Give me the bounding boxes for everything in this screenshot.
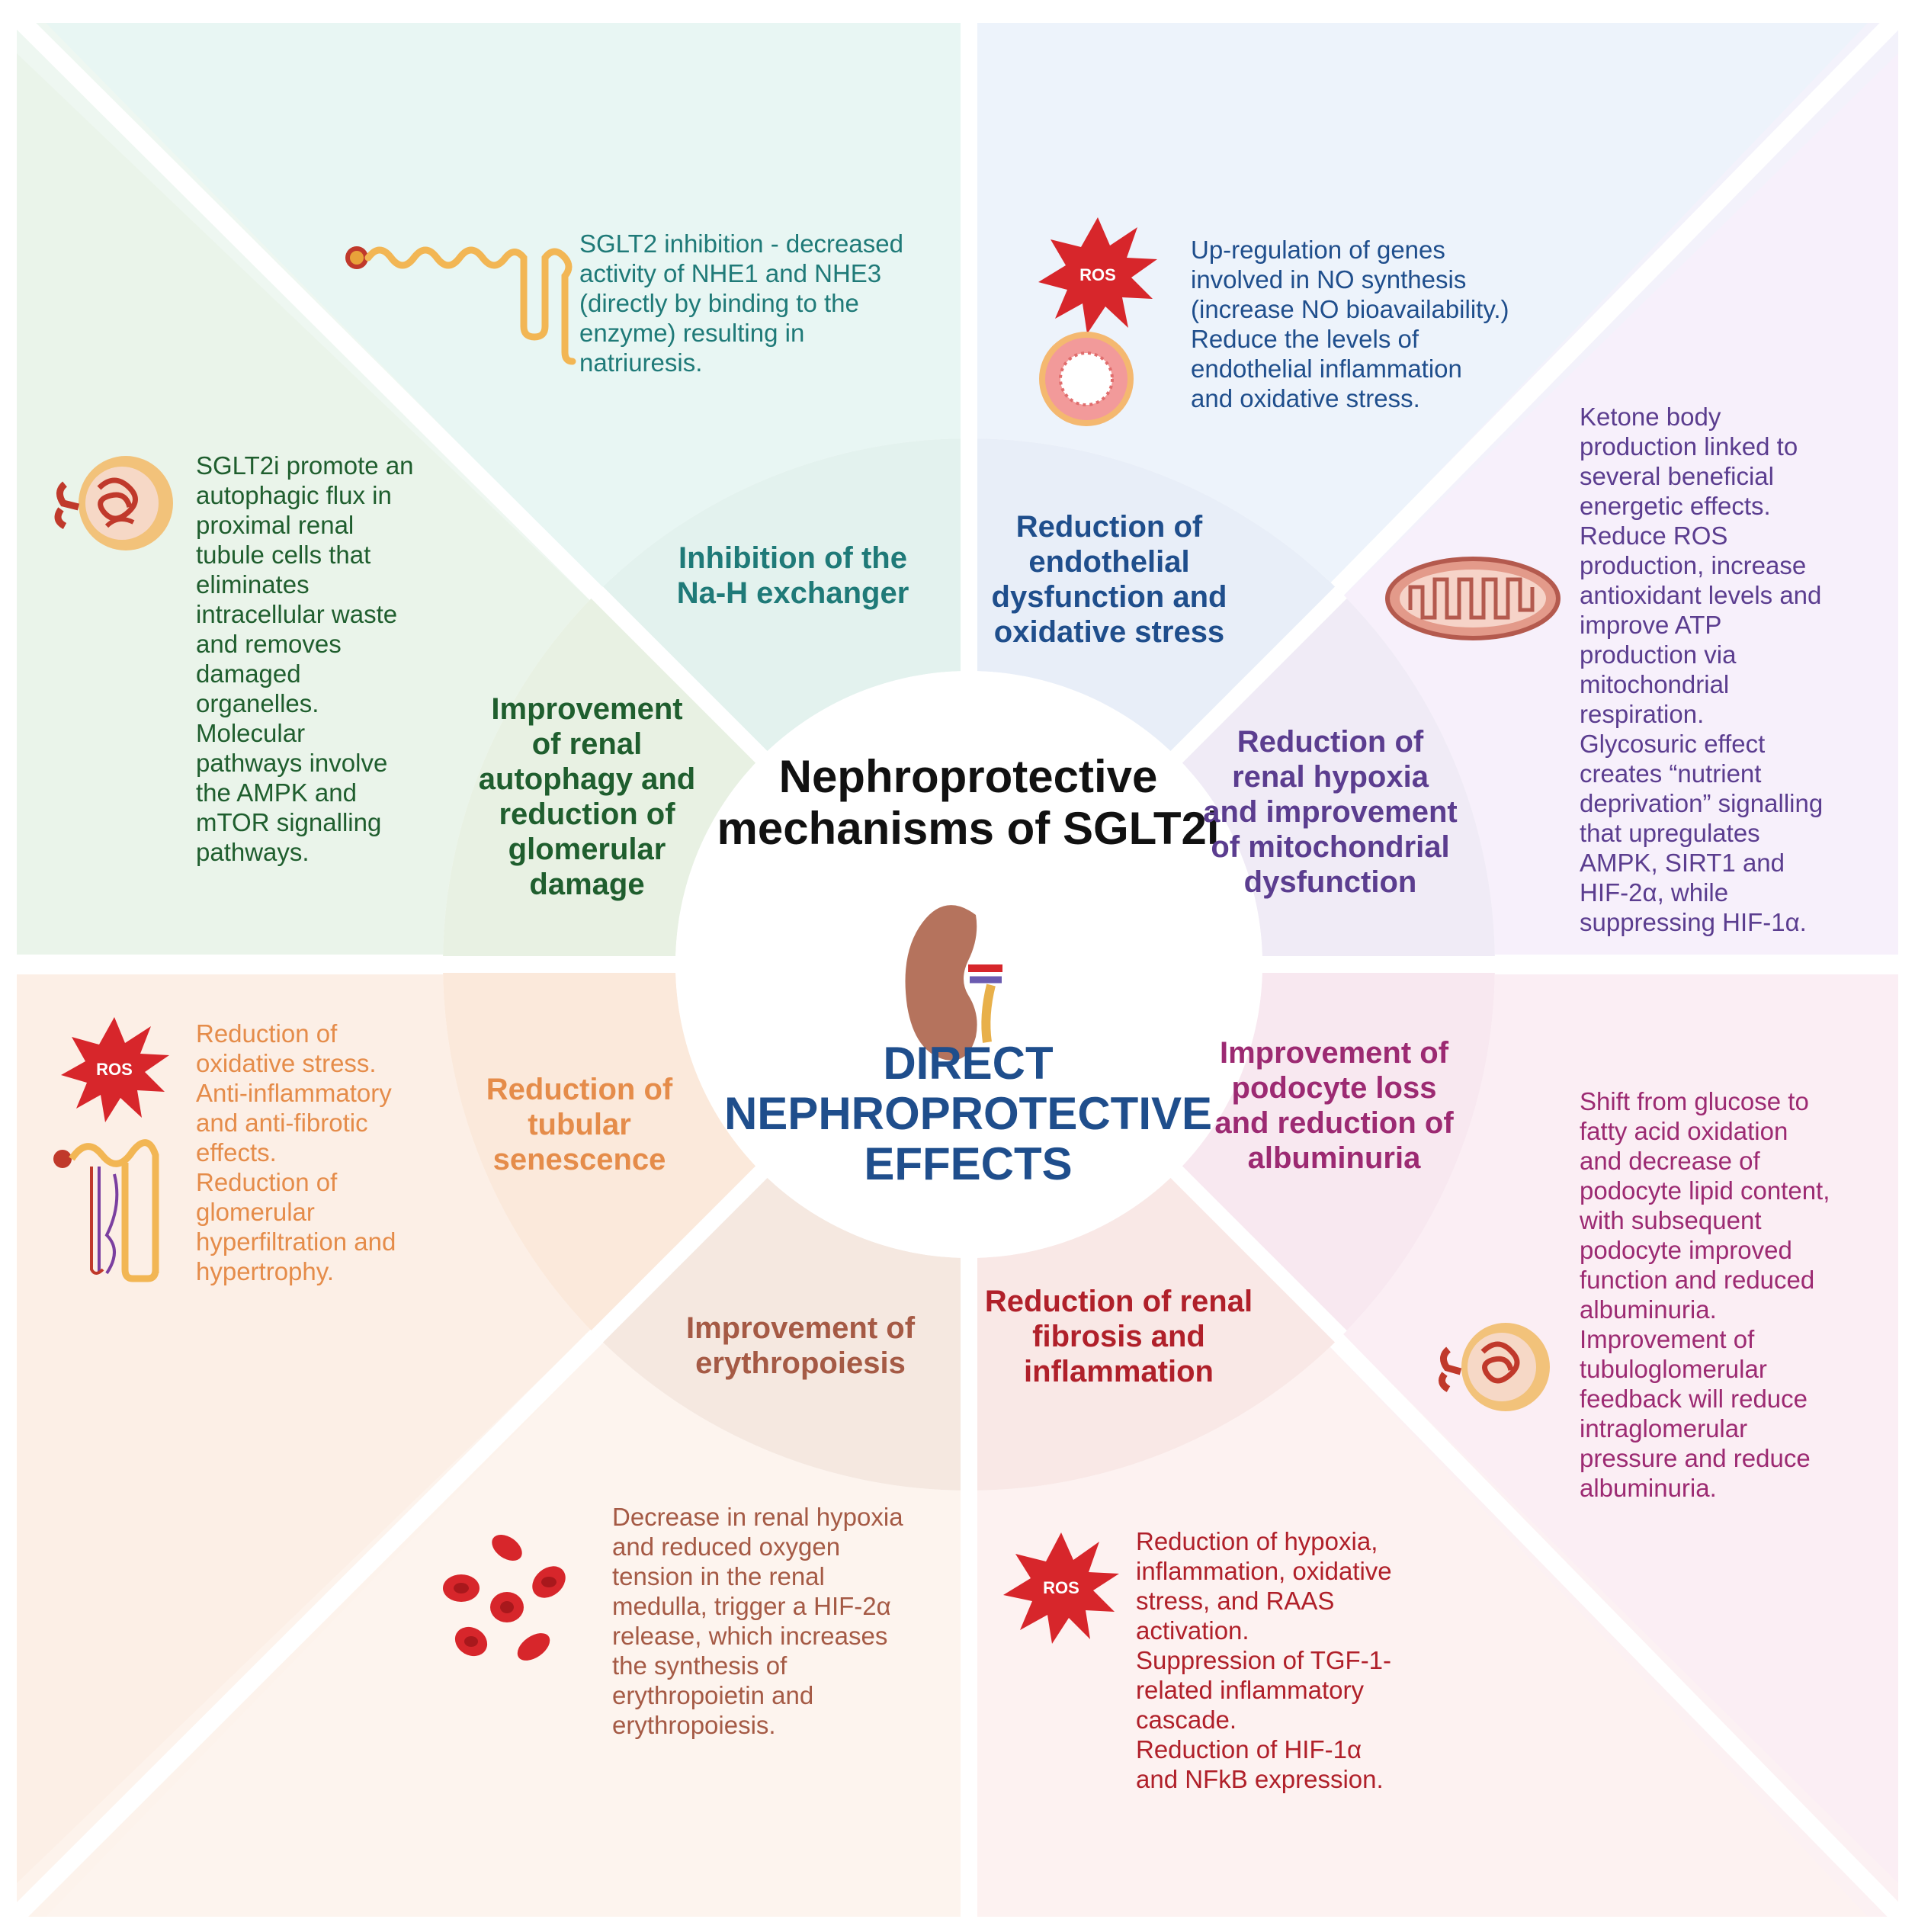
tubule-icon [345,246,576,365]
section-title-senescence: Reduction of tubular senescence [486,1073,673,1176]
vessel-ring-icon [1039,332,1134,426]
section-desc-na-h: SGLT2 inhibition - decreased activity of… [579,229,903,377]
section-desc-fibrosis: Reduction of hypoxia, inflammation, oxid… [1136,1527,1392,1793]
ros-burst-icon: ROS [61,1017,169,1122]
section-title-na-h: Inhibition of the Na-H exchanger [676,541,909,610]
svg-text:ROS: ROS [96,1060,133,1079]
section-desc-hypoxia: Ketone body production linked to several… [1580,403,1824,936]
red-blood-cells-icon [443,1534,566,1661]
section-title-erythro: Improvement of erythropoiesis [685,1311,916,1380]
section-desc-senescence: Reduction of oxidative stress. Anti-infl… [196,1019,396,1285]
ros-burst-icon: ROS [1003,1532,1119,1644]
kidney-icon [905,905,1002,1061]
section-desc-autophagy: SGLT2i promote an autophagic flux in pro… [196,451,414,866]
nephron-icon [53,1139,159,1282]
svg-text:ROS: ROS [1043,1578,1079,1597]
section-desc-endothelial: Up-regulation of genes involved in NO sy… [1191,236,1509,412]
section-title-fibrosis: Reduction of renal fibrosis and inflamma… [984,1285,1253,1388]
glomerulus-icon [54,456,173,550]
svg-text:ROS: ROS [1079,265,1116,284]
glomerulus-icon [1439,1323,1550,1411]
section-title-hypoxia: Reduction of renal hypoxia and improveme… [1203,725,1458,899]
section-title-endothelial: Reduction of endothelial dysfunction and… [991,510,1227,649]
mitochondrion-icon [1385,557,1561,640]
center-subtitle: DIRECT NEPHROPROTECTIVE EFFECTS [723,1038,1213,1189]
section-title-podocyte: Improvement of podocyte loss and reducti… [1214,1036,1454,1175]
section-desc-podocyte: Shift from glucose to fatty acid oxidati… [1580,1087,1830,1502]
section-title-autophagy: Improvement of renal autophagy and reduc… [478,692,696,901]
section-desc-erythro: Decrease in renal hypoxia and reduced ox… [612,1503,903,1739]
center-title: Nephroprotective mechanisms of SGLT2i [717,751,1220,854]
ros-burst-icon: ROS [1038,217,1157,334]
